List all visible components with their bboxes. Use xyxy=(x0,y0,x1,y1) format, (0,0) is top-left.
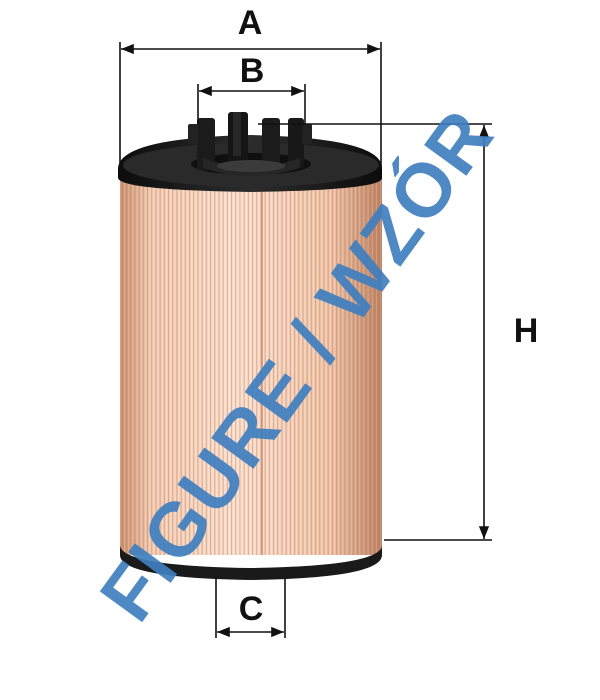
dimension-b-label: B xyxy=(240,52,265,90)
center-tube-clips xyxy=(188,112,312,176)
dimension-lines xyxy=(119,42,492,638)
pleat-lines xyxy=(120,170,382,555)
dimension-c-label: C xyxy=(239,590,264,628)
filter-element xyxy=(118,112,382,580)
bottom-end-cap xyxy=(120,545,382,580)
dimension-a-label: A xyxy=(238,4,263,42)
dimension-h-label: H xyxy=(514,312,539,350)
